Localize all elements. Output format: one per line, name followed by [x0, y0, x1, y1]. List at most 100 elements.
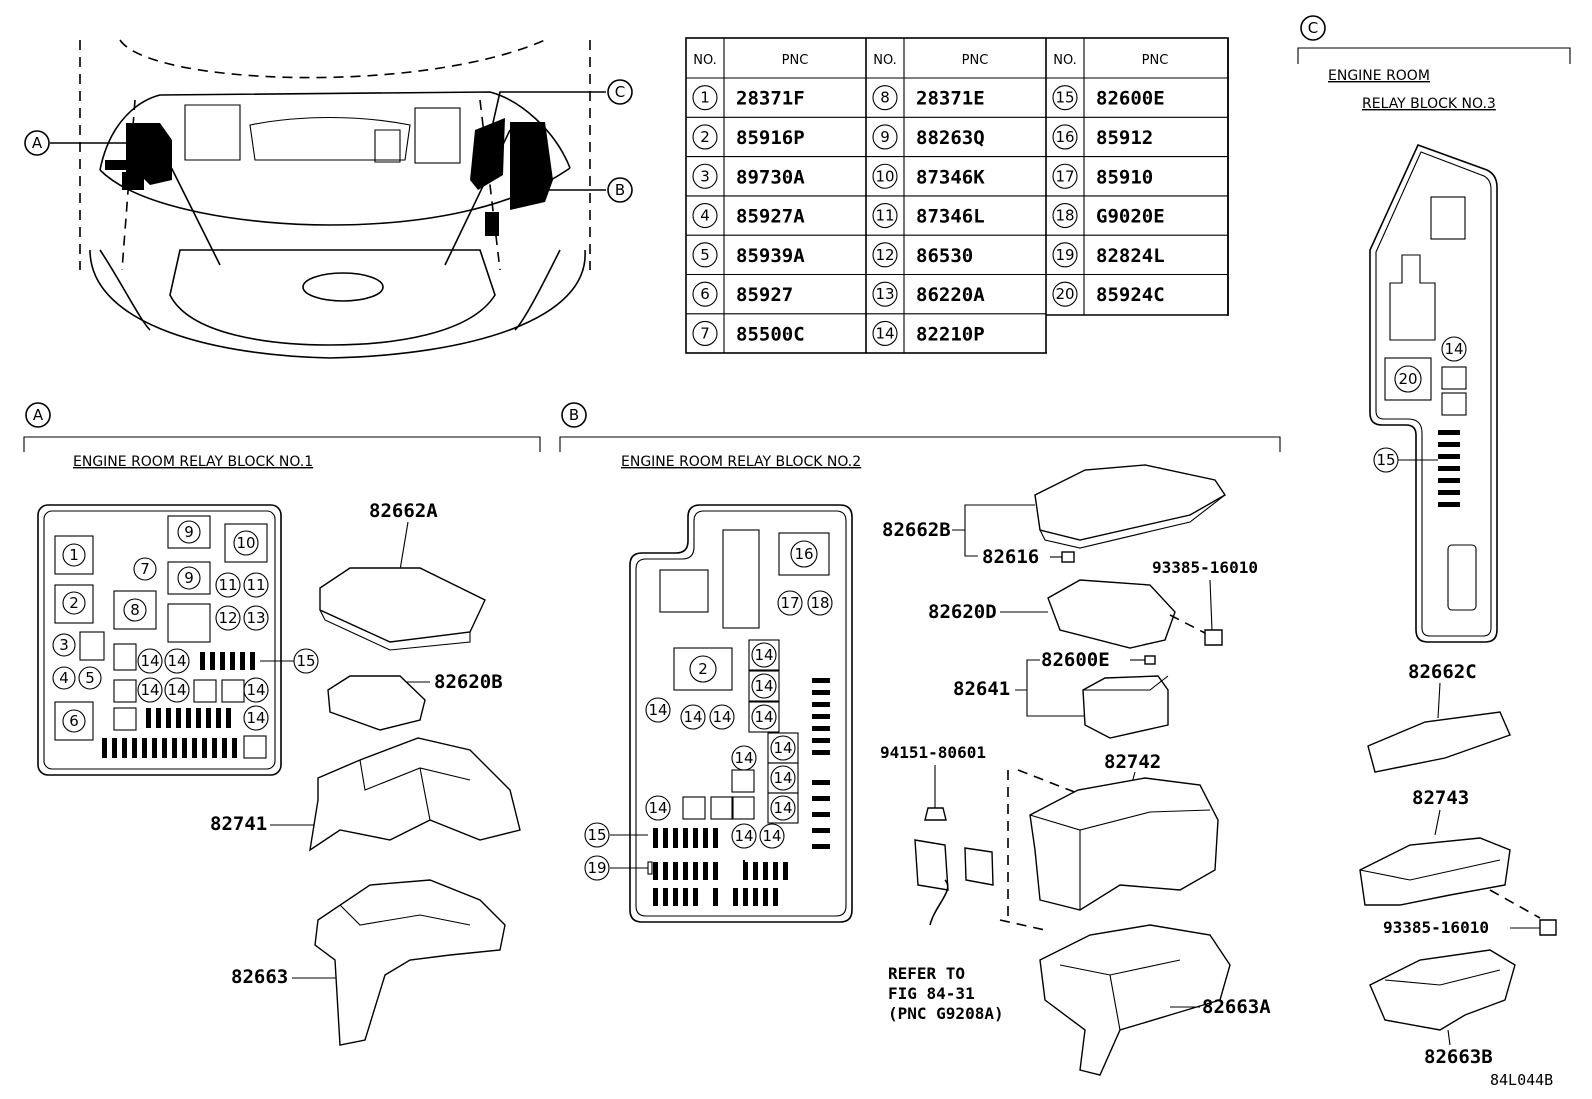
clip-82616 — [1061, 551, 1075, 563]
part-82663a-label: 82663A — [1202, 996, 1271, 1018]
table-no-circle — [692, 163, 718, 189]
b-cell-14: 14 — [712, 708, 731, 726]
table-no-cell: 4 — [700, 207, 710, 225]
table-pnc-cell: 85916P — [736, 127, 805, 149]
table-pnc-cell: 88263Q — [916, 127, 985, 149]
case-82743 — [1359, 837, 1511, 906]
table-no-cell: 19 — [1055, 246, 1074, 264]
cell-4: 4 — [59, 669, 69, 687]
table-no-cell: 8 — [880, 89, 890, 107]
case-82663a — [1039, 924, 1231, 1076]
part-93385-label-b: 93385-16010 — [1152, 558, 1258, 577]
cell-14f: 14 — [246, 709, 265, 727]
b-cell-14: 14 — [762, 827, 781, 845]
relay-82620b — [327, 675, 426, 731]
part-82641-label: 82641 — [953, 678, 1010, 700]
table-header-no-1: NO. — [693, 53, 717, 68]
b-cell-14: 14 — [754, 646, 773, 664]
b-cell-2: 2 — [698, 660, 708, 678]
table-pnc-cell: 85912 — [1096, 127, 1153, 149]
cover-82662a — [319, 567, 486, 643]
figure-id: 84L044B — [1490, 1071, 1553, 1089]
bolt-93385-b — [1204, 629, 1223, 646]
b-cell-14-circle — [645, 697, 671, 723]
cell-14e: 14 — [246, 681, 265, 699]
b-cell-14-circle — [751, 642, 777, 668]
fuse-block-82641 — [1082, 675, 1169, 739]
part-82662a-label: 82662A — [369, 500, 438, 522]
part-82662b-label: 82662B — [882, 519, 951, 541]
section-b-letter: B — [569, 406, 579, 424]
table-no-circle — [872, 203, 898, 229]
refer-line-2: FIG 84-31 — [888, 984, 975, 1003]
b-cell-14: 14 — [754, 677, 773, 695]
section-a: A ENGINE ROOM RELAY BLOCK NO.1 1 2 3 4 5… — [23, 402, 541, 1046]
refer-line-1: REFER TO — [888, 964, 965, 983]
table-no-cell: 6 — [700, 285, 710, 303]
c-cell-15: 15 — [1376, 451, 1395, 469]
b-cell-14-circle — [680, 704, 706, 730]
refer-line-3: (PNC G9208A) — [888, 1004, 1004, 1023]
table-no-circle — [872, 85, 898, 111]
section-c-title-2: RELAY BLOCK NO.3 — [1362, 96, 1496, 112]
part-82616-label: 82616 — [982, 546, 1039, 568]
table-no-cell: 18 — [1055, 207, 1074, 225]
table-no-circle — [1052, 242, 1078, 268]
b-cell-14-circle — [751, 673, 777, 699]
cell-8: 8 — [130, 601, 140, 619]
relay-block-a-location — [126, 123, 172, 185]
cell-13: 13 — [246, 609, 265, 627]
table-no-cell: 1 — [700, 89, 710, 107]
table-pnc-cell: 87346K — [916, 166, 985, 188]
c-cell-14: 14 — [1444, 340, 1463, 358]
table-no-cell: 9 — [880, 128, 890, 146]
table-no-circle — [692, 281, 718, 307]
table-no-circle — [692, 320, 718, 347]
b-cell-14-circle — [645, 795, 671, 821]
cover-82662b — [1034, 464, 1226, 541]
cell-9a: 9 — [184, 523, 194, 541]
b-cell-14: 14 — [683, 708, 702, 726]
table-no-circle — [692, 124, 718, 150]
table-header-pnc-2: PNC — [962, 53, 989, 68]
b-cell-14: 14 — [773, 769, 792, 787]
cell-14a: 14 — [140, 652, 159, 670]
table-pnc-cell: 82600E — [1096, 88, 1165, 110]
case-82741 — [309, 737, 521, 852]
table-no-cell: 11 — [875, 207, 894, 225]
table-no-circle — [872, 320, 898, 347]
section-c: C ENGINE ROOM RELAY BLOCK NO.3 20 14 15 … — [1297, 15, 1571, 1068]
b-cell-14: 14 — [734, 827, 753, 845]
part-82600e-label: 82600E — [1041, 649, 1110, 671]
table-no-circle — [872, 281, 898, 307]
part-82620d-label: 82620D — [928, 601, 997, 623]
section-b: B ENGINE ROOM RELAY BLOCK NO.2 16 17 18 … — [559, 402, 1281, 1076]
b-cell-14: 14 — [773, 739, 792, 757]
table-no-circle — [692, 85, 718, 111]
part-82620b-label: 82620B — [434, 671, 503, 693]
table-no-cell: 14 — [875, 324, 894, 342]
relay-block-3-outline — [1369, 143, 1498, 643]
table-pnc-cell: 86530 — [916, 245, 973, 267]
table-no-circle — [872, 163, 898, 189]
b-cell-14-circle — [770, 795, 796, 821]
table-no-circle — [1052, 124, 1078, 150]
car-front-view: A C B — [24, 39, 633, 359]
table-no-cell: 20 — [1055, 285, 1074, 303]
part-82663b-label: 82663B — [1424, 1046, 1493, 1068]
relay-block-1-outline — [37, 504, 282, 776]
section-a-title: ENGINE ROOM RELAY BLOCK NO.1 — [73, 454, 313, 470]
table-no-cell: 15 — [1055, 89, 1074, 107]
part-82743-label: 82743 — [1412, 787, 1469, 809]
b-cell-14-circle — [770, 765, 796, 791]
nut-94151 — [924, 807, 947, 821]
b-cell-14: 14 — [734, 749, 753, 767]
b-cell-18: 18 — [810, 594, 829, 612]
table-no-circle — [1052, 203, 1078, 229]
part-82663-label: 82663 — [231, 966, 288, 988]
case-82663b — [1369, 949, 1516, 1031]
relay-block-b-location — [510, 122, 553, 210]
b-cell-17: 17 — [780, 594, 799, 612]
table-no-cell: 10 — [875, 167, 894, 185]
